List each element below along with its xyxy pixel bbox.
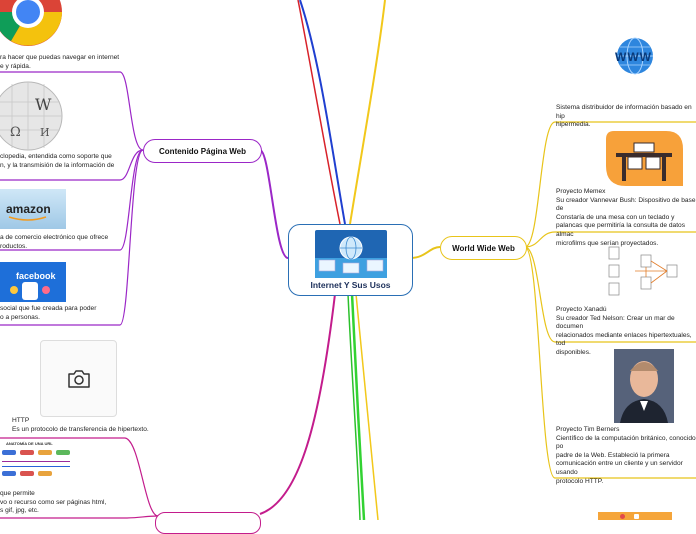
amazon-wordmark: amazon [6, 202, 51, 216]
branch-line-top-blue [300, 0, 345, 224]
wikipedia-description: clopedia, entendida como soporte que n, … [0, 153, 120, 170]
branch-line-top-yellow [350, 0, 385, 224]
branch-line-bottom-magenta [260, 294, 335, 514]
branch-line-bottom-yellow [356, 294, 378, 520]
facebook-logo-image: facebook [0, 262, 66, 302]
chrome-icon [0, 0, 64, 48]
central-node[interactable]: Internet Y Sus Usos [288, 224, 413, 296]
url-anatomy-title: ANATOMÍA DE UNA URL [6, 441, 53, 446]
branch-title: World Wide Web [452, 244, 515, 253]
central-title: Internet Y Sus Usos [289, 280, 412, 290]
url-anatomy-image: ANATOMÍA DE UNA URL [0, 440, 74, 484]
branch-line-right [411, 247, 440, 258]
branch-line-top-red [298, 0, 340, 224]
url-description: que permite vo o recurso como ser página… [0, 490, 130, 516]
branch-line-left [260, 150, 288, 258]
facebook-description: social que fue creada para poder o a per… [0, 305, 120, 322]
wikipedia-icon: W Ω И [0, 80, 68, 152]
http-description: HTTP Es un protocolo de transferencia de… [12, 417, 162, 434]
facebook-wordmark: facebook [16, 271, 56, 281]
amazon-description: a de comercio electrónico que ofrece rod… [0, 234, 120, 251]
www-description: Sistema distribuidor de información basa… [556, 104, 696, 130]
www-wordmark: WWW [615, 50, 652, 64]
bottom-right-image [598, 512, 672, 520]
memex-image [606, 131, 683, 186]
branch-title: Contenido Página Web [159, 147, 246, 156]
amazon-logo-image: amazon [0, 189, 66, 229]
image-placeholder[interactable] [40, 340, 117, 417]
branch-node-lower-left[interactable] [155, 512, 261, 534]
svg-text:И: И [40, 126, 50, 139]
chrome-description: ra hacer que puedas navegar en internet … [0, 54, 120, 71]
branch-node-contenido[interactable]: Contenido Página Web [143, 139, 262, 163]
svg-text:Ω: Ω [10, 125, 21, 140]
www-globe-image: WWW [612, 36, 658, 76]
xanadu-diagram-image [605, 239, 685, 305]
camera-icon [67, 369, 91, 389]
svg-text:W: W [35, 95, 52, 114]
internet-illustration [315, 230, 387, 278]
berners-description: Proyecto Tim Berners Científico de la co… [556, 426, 696, 486]
branch-node-www[interactable]: World Wide Web [440, 236, 527, 260]
berners-lee-photo [614, 349, 674, 423]
